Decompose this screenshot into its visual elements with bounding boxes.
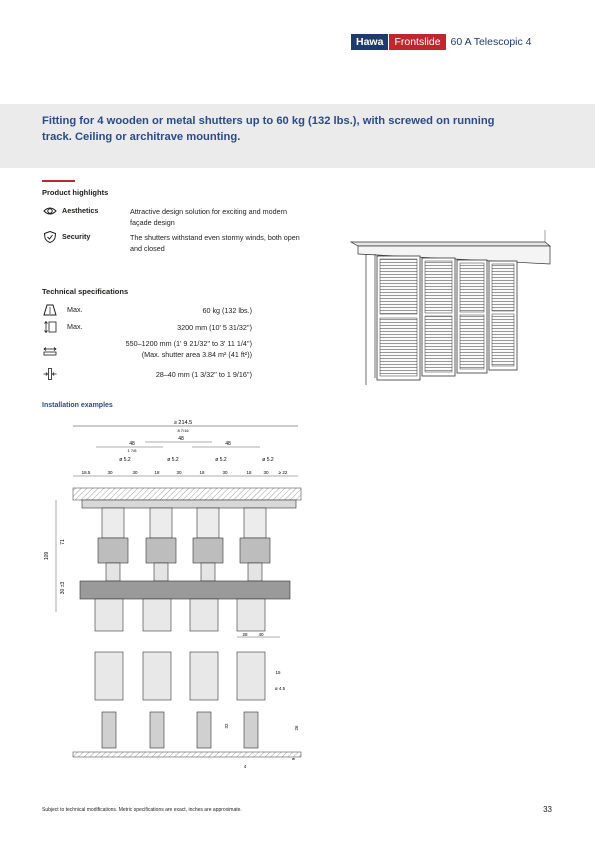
dim-30v: 30 ±3 [60, 582, 66, 595]
shutter-sections-lower [94, 651, 266, 701]
thickness-icon [43, 368, 57, 380]
dim-32: 32 [224, 723, 229, 729]
shield-icon [43, 231, 57, 243]
shutter-panel [376, 255, 421, 381]
dim-48: 48 [129, 441, 135, 447]
spec-value: 3200 mm (10' 5 31/32'') [177, 323, 252, 332]
highlight-name: Aesthetics [62, 206, 99, 215]
dim-18: 18 [154, 470, 160, 475]
dim-30: 30 [132, 470, 138, 475]
height-icon [44, 321, 57, 333]
dim-30: 30 [176, 470, 182, 475]
width-icon [43, 347, 57, 356]
trolley [145, 507, 177, 582]
dim-22: ≥ 22 [279, 470, 288, 475]
dim-phi: ø 5.2 [167, 457, 179, 463]
shutter-panels [376, 255, 518, 381]
spec-value: 28–40 mm (1 3/32'' to 1 9/16'') [155, 370, 252, 379]
eye-icon [43, 207, 57, 215]
spec-thickness: 28–40 mm (1 3/32'' to 1 9/16'') [42, 368, 252, 381]
highlight-description: Attractive design solution for exciting … [130, 207, 288, 227]
product-line: Frontslide [389, 34, 446, 50]
specs-title: Technical specifications [42, 287, 129, 296]
trolley-assemblies [97, 507, 271, 582]
installation-drawing: ≥ 214.5 8 7/16 48 1 7/8 48 48 ø 5.2 ø 5.… [44, 420, 302, 769]
weight-icon [43, 304, 57, 316]
dim-18-5: 18.5 [82, 470, 91, 475]
brand-logo: Hawa [351, 34, 389, 50]
spec-label: Max. [67, 305, 83, 314]
highlight-security: Security The shutters withstand even sto… [42, 231, 312, 256]
spec-value-line2: (Max. shutter area 3.84 m² (41 ft²)) [141, 350, 252, 359]
shutter-sections-upper [94, 598, 266, 632]
shutter-panel [488, 260, 518, 371]
installation-title: Installation examples [42, 402, 113, 409]
brand-header: Hawa Frontslide 60 A Telescopic 4 [351, 34, 532, 50]
dim-9: 9 [291, 757, 296, 760]
intro-text: Fitting for 4 wooden or metal shutters u… [42, 115, 495, 143]
trolley [97, 507, 129, 582]
dim-30: 30 [222, 470, 228, 475]
trolley [239, 507, 271, 582]
dim-40: 40 [258, 632, 264, 637]
highlight-name: Security [62, 232, 91, 241]
dim-phi: ø 5.2 [262, 457, 274, 463]
dim-phi-45: ø 4.5 [275, 686, 286, 691]
dim-18: 18 [246, 470, 252, 475]
dim-phi: ø 5.2 [215, 457, 227, 463]
highlight-aesthetics: Aesthetics Attractive design solution fo… [42, 206, 312, 230]
product-image [349, 230, 551, 385]
spec-height: Max. 3200 mm (10' 5 31/32'') [42, 321, 252, 334]
highlights-title: Product highlights [42, 188, 109, 197]
dim-30: 30 [263, 470, 269, 475]
dim-71: 71 [60, 539, 66, 545]
shutter-panel [456, 259, 488, 374]
dim-48-frac: 1 7/8 [128, 448, 138, 453]
trolley [192, 507, 224, 582]
product-name: 60 A Telescopic 4 [450, 36, 532, 48]
dim-109: 109 [44, 552, 50, 561]
dim-18: 18 [199, 470, 205, 475]
page-number: 33 [543, 805, 552, 814]
dim-top-frac: 8 7/16 [177, 428, 189, 433]
dim-48-group: 48 1 7/8 48 48 [96, 436, 260, 453]
dim-48: 48 [178, 436, 184, 442]
dim-30: 30 [107, 470, 113, 475]
red-rule [42, 180, 75, 182]
spec-width: 550–1200 mm (1' 9 21/32'' to 3' 11 1/4''… [42, 338, 252, 362]
dim-15: 15 [275, 670, 281, 675]
spec-value-line1: 550–1200 mm (1' 9 21/32'' to 3' 11 1/4''… [125, 339, 252, 348]
spec-weight: Max. 60 kg (132 lbs.) [42, 304, 252, 317]
highlight-description: The shutters withstand even stormy winds… [130, 233, 300, 253]
dim-phi: ø 5.2 [119, 457, 131, 463]
dim-26: 26 [294, 725, 299, 731]
dim-4: 4 [244, 764, 247, 769]
shutter-panel [421, 257, 456, 377]
spec-value: 550–1200 mm (1' 9 21/32'' to 3' 11 1/4''… [126, 338, 252, 360]
dim-48: 48 [225, 441, 231, 447]
dim-28: 28 [242, 632, 248, 637]
spec-value: 60 kg (132 lbs.) [202, 306, 252, 315]
footer-note: Subject to technical modifications. Metr… [42, 807, 242, 813]
dim-top: ≥ 214.5 [174, 420, 192, 426]
intro-band [0, 104, 595, 168]
floor-guides [101, 711, 259, 749]
spec-label: Max. [67, 322, 83, 331]
